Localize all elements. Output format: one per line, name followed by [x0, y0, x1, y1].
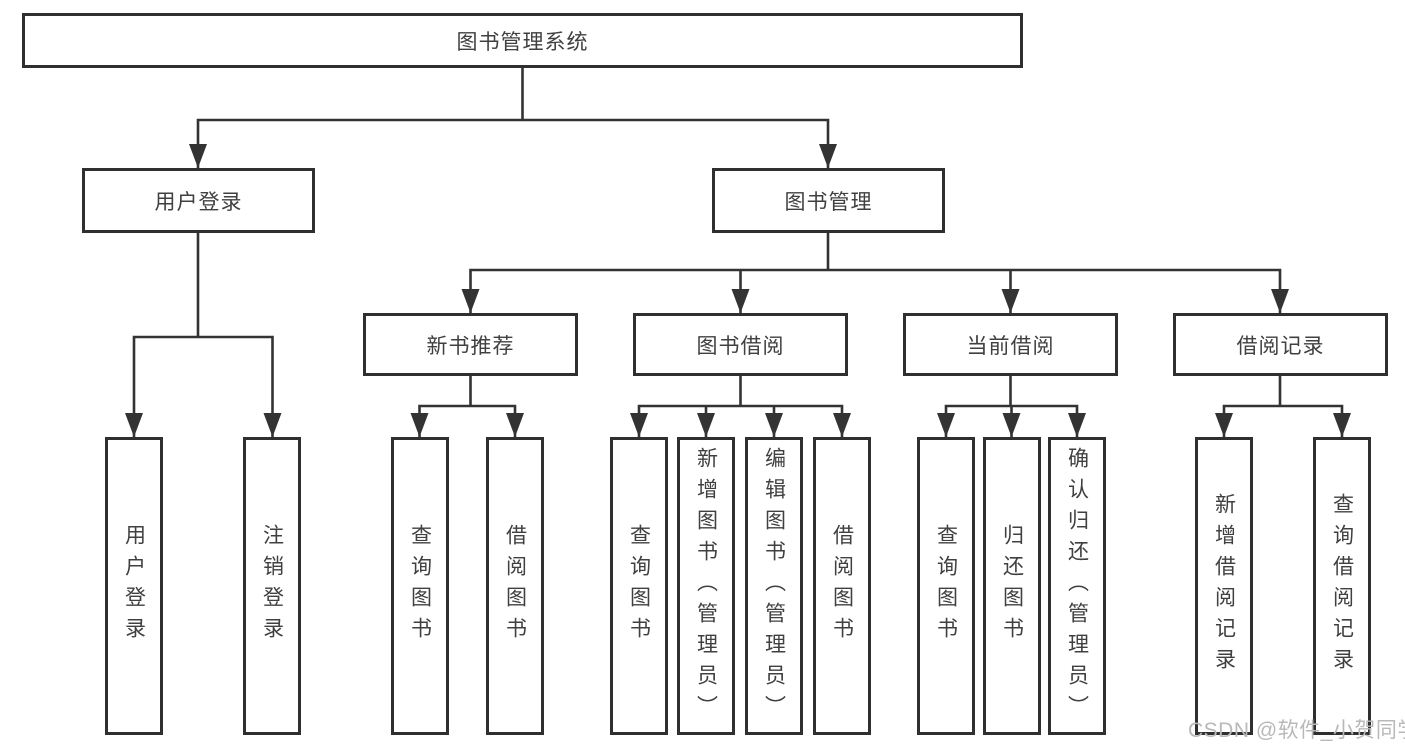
node-label: 借阅记录 [1236, 334, 1325, 358]
connector-new-book-recommendation-branch [410, 376, 524, 437]
leaf-query-books-borrowing: 查询图书 [610, 437, 668, 735]
connector-root-to-level1 [189, 68, 837, 168]
leaf-logout: 注销登录 [243, 437, 301, 735]
node-label: 借阅图书 [503, 524, 527, 648]
node-label: 用户登录 [122, 524, 146, 648]
node-book-borrowing: 图书借阅 [633, 313, 848, 376]
leaf-query-books-recommend: 查询图书 [391, 437, 449, 735]
connector-user-login-branch [125, 233, 282, 437]
node-new-book-recommendation: 新书推荐 [363, 313, 578, 376]
leaf-user-login: 用户登录 [105, 437, 163, 735]
node-label: 查询图书 [934, 524, 958, 648]
connector-book-management-branch [461, 233, 1289, 313]
node-label: 查询图书 [408, 524, 432, 648]
node-label: 图书管理系统 [456, 30, 589, 54]
node-label: 查询借阅记录 [1330, 493, 1354, 679]
node-label: 查询图书 [627, 524, 651, 648]
watermark-csdn: CSDN @软件_小贺同学 [1188, 719, 1405, 742]
leaf-edit-book-admin: 编辑图书（管理员） [745, 437, 803, 735]
leaf-add-book-admin: 新增图书（管理员） [677, 437, 735, 735]
node-label: 用户登录 [154, 190, 243, 214]
node-label: 注销登录 [260, 524, 284, 648]
connector-book-borrowing-branch [630, 376, 851, 437]
connector-borrowing-records-branch [1215, 376, 1351, 437]
node-label: 归还图书 [1000, 524, 1024, 648]
leaf-query-borrow-record: 查询借阅记录 [1313, 437, 1371, 735]
leaf-return-books: 归还图书 [983, 437, 1041, 735]
node-current-borrowing: 当前借阅 [903, 313, 1118, 376]
leaf-borrow-books-borrowing: 借阅图书 [813, 437, 871, 735]
leaf-borrow-books-recommend: 借阅图书 [486, 437, 544, 735]
node-label: 图书管理 [784, 190, 873, 214]
node-book-management: 图书管理 [712, 168, 945, 233]
node-library-management-system: 图书管理系统 [22, 13, 1023, 68]
node-label: 新增图书（管理员） [694, 446, 718, 726]
leaf-add-borrow-record: 新增借阅记录 [1195, 437, 1253, 735]
node-label: 借阅图书 [830, 524, 854, 648]
node-borrowing-records: 借阅记录 [1173, 313, 1388, 376]
leaf-confirm-return-admin: 确认归还（管理员） [1048, 437, 1106, 735]
node-label: 当前借阅 [966, 334, 1055, 358]
connector-current-borrowing-branch [937, 376, 1086, 437]
node-label: 确认归还（管理员） [1065, 446, 1089, 726]
node-user-login: 用户登录 [82, 168, 315, 233]
node-label: 新增借阅记录 [1212, 493, 1236, 679]
node-label: 图书借阅 [696, 334, 785, 358]
node-label: 新书推荐 [426, 334, 515, 358]
node-label: 编辑图书（管理员） [762, 446, 786, 726]
leaf-query-books-current: 查询图书 [917, 437, 975, 735]
